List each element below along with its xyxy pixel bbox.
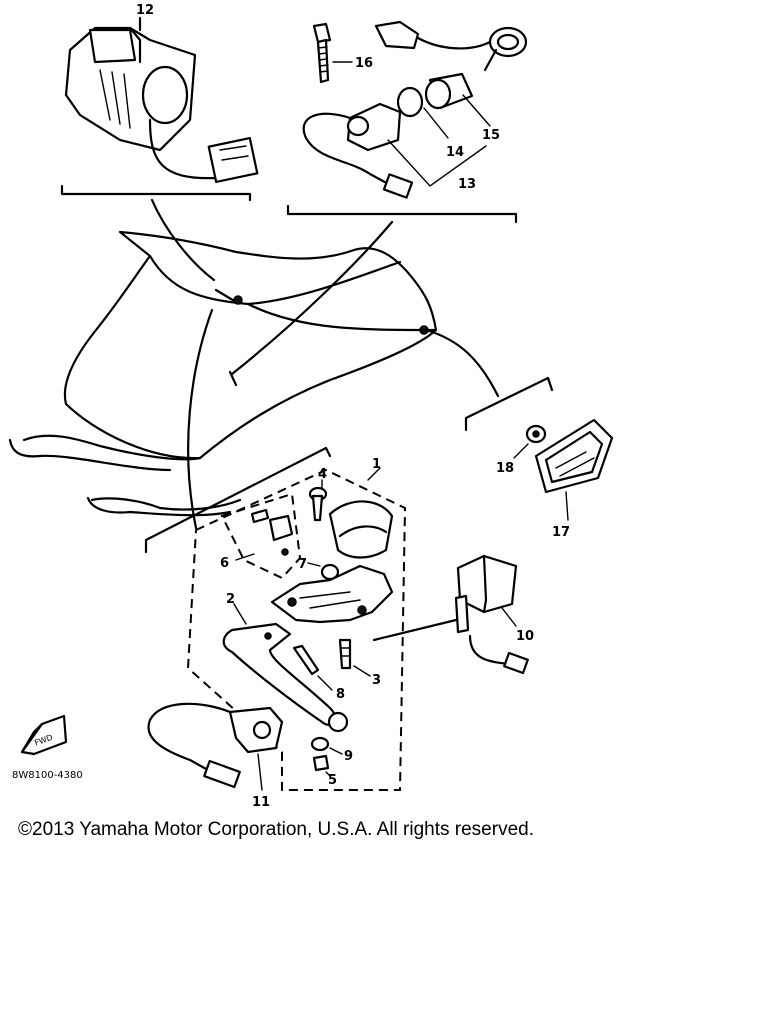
label-18: 18 xyxy=(496,461,514,476)
label-15: 15 xyxy=(482,128,500,143)
snowmobile-body xyxy=(8,230,438,517)
part-10-switch xyxy=(372,554,529,675)
bracket-17 xyxy=(464,376,554,432)
label-16: 16 xyxy=(355,56,373,71)
wire-12 xyxy=(150,198,216,282)
part-16-bolt xyxy=(312,22,353,84)
part-9-washer xyxy=(310,736,343,755)
label-4: 4 xyxy=(318,467,327,482)
label-5: 5 xyxy=(328,773,337,788)
label-12: 12 xyxy=(136,3,154,18)
wire-lever xyxy=(187,308,214,530)
lever-holder xyxy=(270,564,394,624)
wire-13 xyxy=(230,220,394,376)
fwd-arrow-icon: FWD xyxy=(20,714,68,756)
part-2-lever xyxy=(222,603,349,733)
label-11: 11 xyxy=(252,795,270,810)
parts-diagram: FWD 12 16 15 14 13 1 4 18 17 6 7 2 10 3 … xyxy=(8,3,614,810)
drawing-code: 8W8100-4380 xyxy=(12,770,83,781)
label-7: 7 xyxy=(298,557,307,572)
bracket-13 xyxy=(286,204,518,224)
copyright-text: ©2013 Yamaha Motor Corporation, U.S.A. A… xyxy=(18,819,534,840)
label-13: 13 xyxy=(458,177,476,192)
bracket-lever xyxy=(144,446,332,554)
label-1: 1 xyxy=(372,457,381,472)
part-12-unit xyxy=(64,16,259,184)
label-2: 2 xyxy=(226,592,235,607)
assembly-box-1 xyxy=(186,468,407,791)
part-5-nut xyxy=(312,754,331,777)
part-6-clamp xyxy=(235,508,294,561)
part-17-lamp xyxy=(534,418,614,521)
wire-17 xyxy=(424,328,500,398)
label-3: 3 xyxy=(372,673,381,688)
label-9: 9 xyxy=(344,749,353,764)
label-6: 6 xyxy=(220,556,229,571)
part-18-nut xyxy=(513,424,547,459)
label-8: 8 xyxy=(336,687,345,702)
part-1-cover xyxy=(328,467,394,559)
label-17: 17 xyxy=(552,525,570,540)
part-3-bolt xyxy=(338,638,371,677)
part-4-bolt xyxy=(308,479,328,522)
part-8-pin xyxy=(292,644,333,691)
part-11-switch xyxy=(147,702,284,791)
label-14: 14 xyxy=(446,145,464,160)
part-7-spring xyxy=(307,562,340,581)
label-10: 10 xyxy=(516,629,534,644)
subgroup-6 xyxy=(220,492,302,580)
bracket-12 xyxy=(60,184,252,202)
part-13-main-switch xyxy=(302,20,528,199)
